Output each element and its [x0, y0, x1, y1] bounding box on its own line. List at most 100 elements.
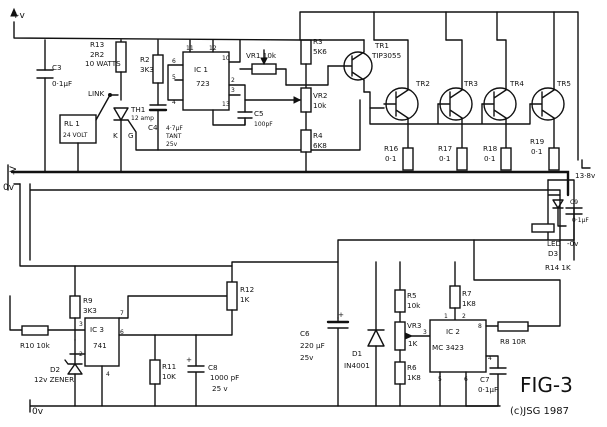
svg-text:IN4001: IN4001	[344, 361, 370, 370]
bottom-zero-label: 0v	[32, 407, 44, 417]
svg-text:100pF: 100pF	[254, 121, 273, 128]
potentiometer-vr3: VR3 1K	[394, 311, 431, 351]
svg-text:K: K	[113, 131, 118, 140]
transistor-tr5: TR5	[529, 11, 571, 149]
svg-text:R8 10R: R8 10R	[500, 337, 526, 346]
svg-text:R6: R6	[407, 363, 417, 372]
svg-text:1K: 1K	[240, 295, 250, 304]
zero-volt-label: 0v	[3, 183, 15, 193]
svg-text:C7: C7	[480, 375, 490, 384]
svg-text:1K: 1K	[408, 339, 418, 348]
svg-text:R11: R11	[162, 362, 176, 371]
resistor-r9: R9 3K3	[69, 265, 97, 341]
resistor-r6: R6 1K8	[394, 349, 421, 407]
resistor-r8: R8 10R	[473, 239, 561, 346]
svg-text:3: 3	[423, 329, 427, 336]
svg-text:0·1µF: 0·1µF	[572, 217, 589, 224]
svg-text:25v: 25v	[166, 141, 178, 148]
svg-text:C5: C5	[254, 109, 264, 118]
svg-text:IC 2: IC 2	[446, 327, 460, 336]
svg-text:10k: 10k	[313, 101, 327, 110]
capacitor-c7: C7 0·1µF	[465, 367, 507, 407]
potentiometer-vr2: VR2 10k	[293, 63, 327, 113]
svg-text:R14 1K: R14 1K	[545, 263, 571, 272]
svg-text:RL 1: RL 1	[64, 119, 80, 128]
svg-text:0·1: 0·1	[531, 147, 542, 156]
svg-text:2: 2	[462, 313, 466, 320]
svg-text:4: 4	[172, 99, 176, 106]
resistor-r3: R3 5K6	[300, 37, 327, 65]
svg-text:1: 1	[444, 313, 448, 320]
svg-text:0·1µF: 0·1µF	[52, 79, 72, 88]
svg-text:TANT: TANT	[165, 133, 182, 140]
svg-text:C9: C9	[570, 199, 578, 206]
svg-text:VR1 10k: VR1 10k	[246, 51, 277, 60]
svg-text:12 amp: 12 amp	[131, 115, 154, 122]
svg-text:R17: R17	[438, 144, 452, 153]
svg-text:R3: R3	[313, 37, 323, 46]
svg-text:R9: R9	[83, 296, 93, 305]
svg-text:R18: R18	[483, 144, 498, 153]
capacitor-c9: C9 0·1µF	[565, 199, 589, 224]
capacitor-c5: C5 100pF	[237, 99, 273, 128]
svg-text:R12: R12	[240, 285, 254, 294]
svg-text:-0v: -0v	[567, 239, 579, 248]
svg-text:3: 3	[231, 87, 235, 94]
bottom-zero-rail: 0v	[29, 399, 501, 417]
svg-text:IC 1: IC 1	[194, 65, 208, 74]
positive-rail-label: +v	[12, 11, 26, 21]
ic2-mc3423: IC 2 MC 3423 1 2 8 3 4 5 6	[423, 313, 499, 407]
svg-text:13·8v: 13·8v	[575, 171, 596, 180]
svg-text:10K: 10K	[162, 372, 176, 381]
svg-text:C6: C6	[300, 329, 310, 338]
svg-text:10 WATTS: 10 WATTS	[85, 59, 121, 68]
negative-rail: -V	[7, 164, 570, 197]
svg-text:723: 723	[196, 79, 210, 88]
resistor-r18: R18 0·1	[483, 144, 512, 171]
negative-rail-label: -V	[9, 165, 19, 175]
svg-text:R19: R19	[530, 137, 545, 146]
svg-text:TR4: TR4	[509, 79, 524, 88]
svg-text:2R2: 2R2	[90, 50, 104, 59]
svg-text:VR3: VR3	[407, 321, 421, 330]
svg-text:D1: D1	[352, 349, 362, 358]
resistor-r4: R4 6K8	[300, 111, 327, 173]
svg-text:220 µF: 220 µF	[300, 341, 325, 350]
svg-text:C3: C3	[52, 63, 62, 72]
svg-text:TR3: TR3	[463, 79, 478, 88]
svg-text:+: +	[338, 310, 344, 319]
svg-text:TR1: TR1	[374, 41, 389, 50]
resistor-r5: R5 10k	[394, 261, 421, 313]
svg-text:4: 4	[488, 355, 492, 362]
diode-d1: D1 IN4001	[344, 261, 385, 407]
svg-text:12v ZENER: 12v ZENER	[34, 375, 74, 384]
svg-text:5: 5	[172, 74, 176, 81]
resistor-r10: R10 10k	[9, 295, 86, 350]
transistor-tr3: TR3	[437, 39, 478, 149]
resistor-r17: R17 0·1	[438, 144, 468, 171]
svg-text:0·1µF: 0·1µF	[478, 385, 498, 394]
svg-text:1K8: 1K8	[462, 299, 476, 308]
ic3-741: IC 3 741 7 3 2 6 4	[69, 281, 233, 407]
resistor-r14: R14 1K	[531, 223, 571, 272]
svg-text:0·1: 0·1	[484, 154, 495, 163]
transistor-tr1: TR1 TIP3055	[285, 39, 401, 93]
svg-text:3: 3	[79, 321, 83, 328]
svg-text:8: 8	[478, 323, 482, 330]
svg-text:1K8: 1K8	[407, 373, 421, 382]
svg-text:0·1: 0·1	[439, 154, 450, 163]
sense-wire	[29, 183, 561, 261]
svg-text:VR2: VR2	[313, 91, 327, 100]
capacitor-c3: C3 0·1µF	[36, 39, 72, 173]
svg-text:25v: 25v	[300, 353, 314, 362]
svg-text:C4: C4	[148, 123, 158, 132]
svg-text:1000 pF: 1000 pF	[210, 373, 239, 382]
transistor-tr4: TR4	[481, 39, 524, 149]
svg-text:C8: C8	[208, 363, 218, 372]
svg-text:R10 10k: R10 10k	[20, 341, 51, 350]
svg-text:LINK: LINK	[88, 89, 105, 98]
capacitor-c6: + C6 220 µF 25v	[300, 310, 350, 407]
resistor-r12: R12 1K	[195, 265, 254, 336]
svg-text:6: 6	[120, 329, 124, 336]
